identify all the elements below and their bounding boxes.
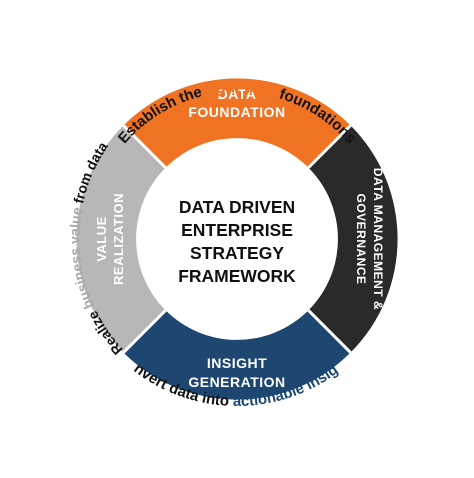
label-insight-generation-line-1: INSIGHT [207, 355, 267, 371]
label-data-management-governance: DATA MANAGEMENT & GOVERNANCE [354, 168, 385, 310]
center-title-line-4: FRAMEWORK [178, 266, 296, 286]
label-data-foundation-line-1: DATA [218, 86, 257, 102]
center-title: DATA DRIVEN ENTERPRISE STRATEGY FRAMEWOR… [178, 197, 296, 286]
label-data-foundation-line-2: FOUNDATION [188, 104, 285, 120]
caption-top-accent: right data [204, 79, 278, 101]
label-value-realization: VALUE REALIZATION [94, 193, 126, 285]
segment-insight-generation [123, 310, 351, 400]
center-title-line-1: DATA DRIVEN [179, 197, 295, 217]
center-title-line-3: STRATEGY [190, 243, 284, 263]
label-value-realization-line-2: REALIZATION [111, 193, 126, 285]
segment-dividers [122, 124, 352, 354]
center-disc [138, 140, 336, 338]
center-title-line-2: ENTERPRISE [181, 220, 293, 240]
label-data-foundation: DATA FOUNDATION [188, 86, 285, 120]
label-value-realization-line-1: VALUE [94, 216, 109, 262]
segment-value-realization [76, 125, 166, 353]
segment-data-foundation [123, 78, 351, 168]
label-insight-generation-line-2: GENERATION [188, 374, 285, 390]
label-insight-generation: INSIGHT GENERATION [188, 355, 285, 390]
label-data-management-line-1: DATA MANAGEMENT & [371, 168, 385, 310]
label-data-management-line-2: GOVERNANCE [354, 193, 368, 284]
segment-data-management-governance [308, 125, 398, 353]
